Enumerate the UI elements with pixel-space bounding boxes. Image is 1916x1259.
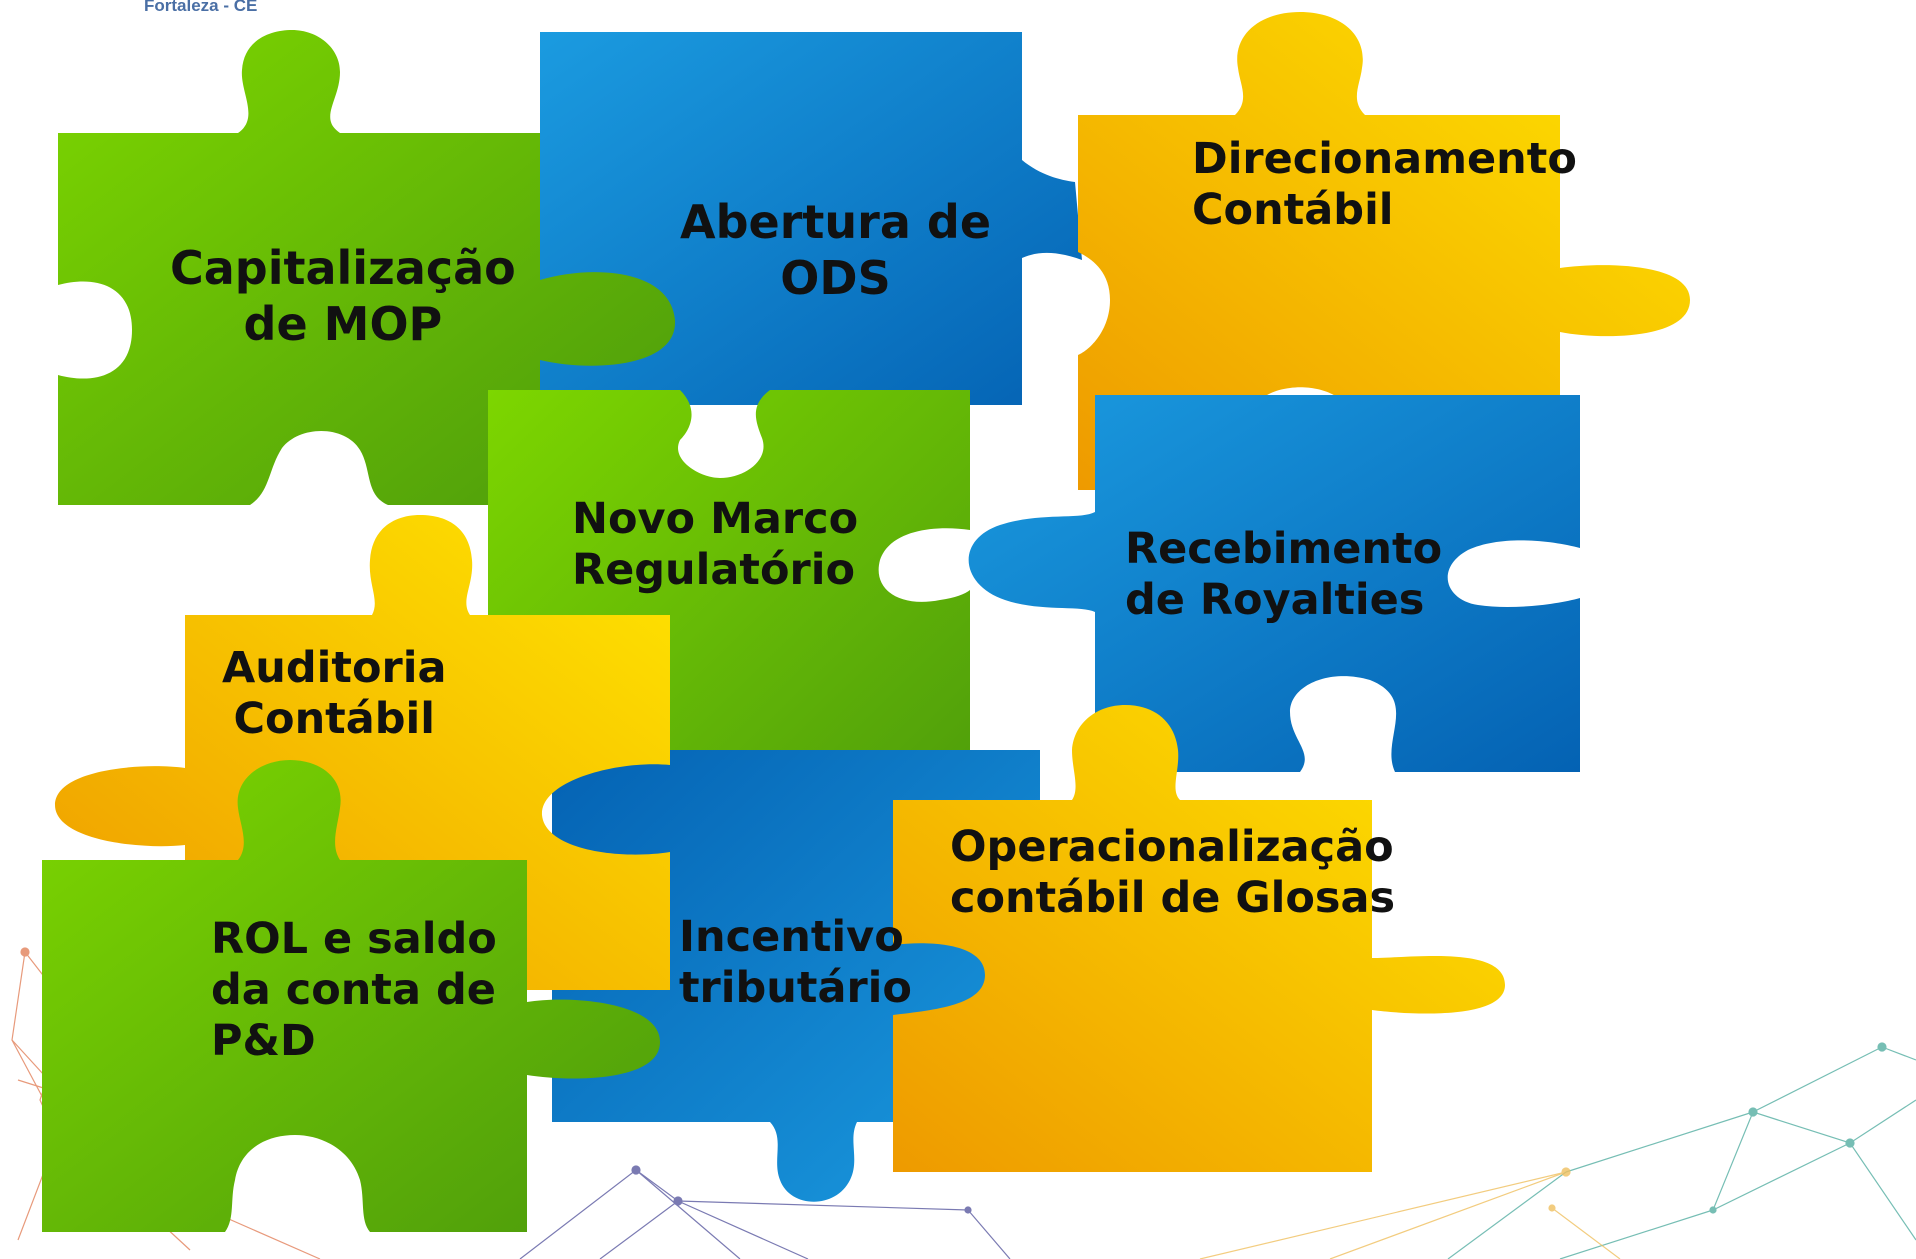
puzzle-piece-operacionalizacao <box>893 705 1505 1172</box>
label-line: Auditoria <box>222 643 447 693</box>
label-line: Recebimento <box>1125 524 1443 574</box>
label-line: P&D <box>211 1016 316 1067</box>
label-line: da conta de <box>211 965 496 1016</box>
label-recebimento: Recebimento de Royalties <box>1125 524 1442 626</box>
label-line: ODS <box>780 251 891 306</box>
label-line: Abertura de <box>680 195 992 249</box>
label-novo-marco: Novo Marco Regulatório <box>572 494 858 596</box>
puzzle-piece-abertura <box>540 32 1082 405</box>
label-abertura: Abertura de ODS <box>680 194 991 306</box>
label-auditoria: Auditoria Contábil <box>222 643 446 745</box>
label-line: contábil de Glosas <box>950 873 1396 924</box>
label-line: Capitalização <box>170 241 516 295</box>
puzzle-piece-capitalizacao <box>58 30 676 505</box>
label-capitalizacao: Capitalização de MOP <box>170 240 516 352</box>
label-line: Direcionamento <box>1192 134 1577 184</box>
location-header: Fortaleza - CE <box>144 0 258 15</box>
label-line: Novo Marco <box>572 494 859 544</box>
label-line: Contábil <box>1192 185 1394 236</box>
puzzle-piece-rol <box>42 760 660 1232</box>
label-operacionalizacao: Operacionalização contábil de Glosas <box>950 822 1395 924</box>
label-direcionamento: Direcionamento Contábil <box>1192 134 1577 236</box>
label-line: Incentivo <box>679 912 904 962</box>
label-line: de MOP <box>243 297 443 352</box>
label-line: de Royalties <box>1125 575 1425 626</box>
label-incentivo: Incentivo tributário <box>679 912 912 1014</box>
label-line: ROL e saldo <box>211 914 497 964</box>
network-lines-gold <box>1199 1167 1621 1259</box>
label-rol: ROL e saldo da conta de P&D <box>211 914 497 1067</box>
label-line: tributário <box>679 963 912 1014</box>
label-line: Operacionalização <box>950 822 1394 872</box>
network-lines-center <box>519 1165 1011 1259</box>
puzzle-piece-direcionamento <box>1078 12 1690 490</box>
label-line: Regulatório <box>572 545 856 596</box>
puzzle-piece-recebimento <box>968 395 1580 772</box>
network-lines-right <box>1447 1042 1916 1259</box>
label-line: Contábil <box>233 694 436 745</box>
